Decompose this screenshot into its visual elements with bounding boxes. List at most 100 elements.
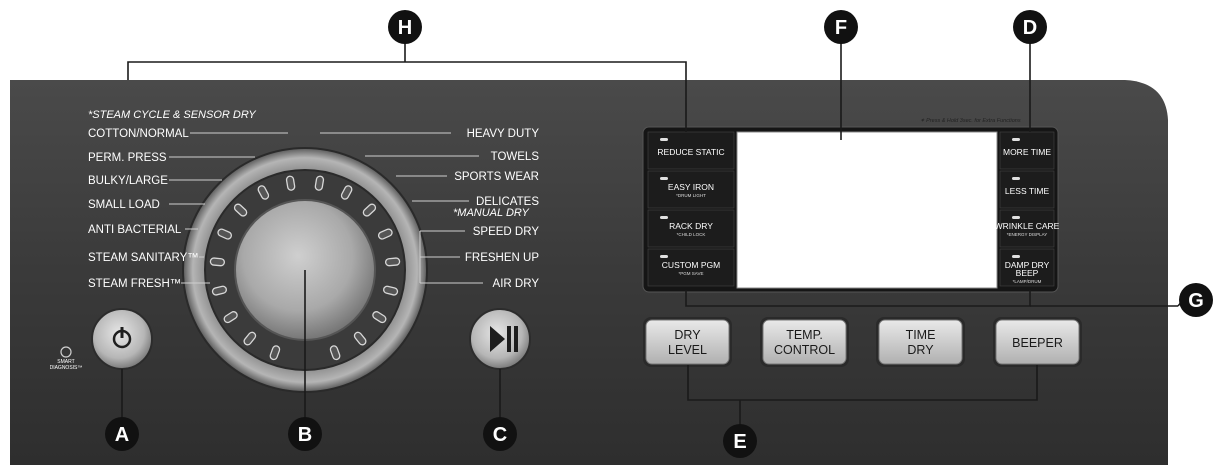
option-led [660, 138, 668, 141]
button-label: CONTROL [774, 343, 835, 357]
dial-led [314, 175, 325, 191]
callout-letter: A [115, 424, 129, 446]
cycle-label: TOWELS [491, 151, 540, 163]
option-label: REDUCE STATIC [657, 147, 724, 157]
lcd-screen [736, 131, 998, 289]
smart-diagnosis-icon [60, 346, 72, 358]
callout-letter: D [1023, 17, 1037, 39]
dial-indicator-leds [209, 175, 401, 361]
callout-letter: G [1188, 290, 1204, 312]
manual-dry-label: AIR DRY [493, 278, 540, 290]
option-label: CUSTOM PGM [662, 260, 720, 270]
button-label: DRY [907, 343, 934, 357]
option-label: MORE TIME [1003, 147, 1051, 157]
option-button[interactable]: BEEPER [993, 317, 1082, 367]
dial-led [362, 203, 377, 217]
button-label: TIME [906, 328, 936, 342]
option-label: LESS TIME [1005, 186, 1050, 196]
manual-dry-label: SPEED DRY [473, 226, 540, 238]
dial-led [269, 345, 281, 361]
option-led [1012, 255, 1020, 258]
option-label: DAMP DRY [1005, 260, 1050, 270]
start-pause-button[interactable] [469, 308, 531, 370]
cycle-label: DELICATES [476, 196, 539, 208]
display-option[interactable]: LESS TIME [999, 170, 1055, 209]
callout-c: C [483, 417, 517, 451]
extra-functions-note: ✶ Press & Hold 3sec. for Extra Functions [920, 117, 1021, 124]
dial-led [233, 203, 248, 217]
pause-icon [507, 326, 511, 352]
cycle-label: ANTI BACTERIAL [88, 224, 182, 236]
dial-led [372, 311, 387, 324]
callout-g: G [1179, 283, 1213, 317]
cycle-label: SMALL LOAD [88, 199, 160, 211]
option-sublabel: *LAMP/DRUM [1013, 279, 1042, 284]
callout-f: F [824, 10, 858, 44]
cycle-label: STEAM FRESH™ [88, 278, 181, 290]
smart-diagnosis-logo: SMART DIAGNOSIS™ [50, 346, 83, 371]
callout-markers: H F D G A B C E [105, 10, 1213, 458]
dial-led [377, 228, 393, 240]
play-icon [490, 326, 505, 352]
option-label: RACK DRY [669, 221, 713, 231]
manual-dry-title: *MANUAL DRY [453, 207, 529, 219]
cycle-label: PERM. PRESS [88, 152, 167, 164]
option-sublabel: *DRUM LIGHT [676, 193, 706, 198]
manual-dry-label: FRESHEN UP [465, 252, 539, 264]
callout-e: E [723, 424, 757, 458]
option-led [660, 177, 668, 180]
button-label: DRY [674, 328, 701, 342]
svg-text:DIAGNOSIS™: DIAGNOSIS™ [50, 365, 83, 371]
callout-letter: H [398, 17, 412, 39]
callout-letter: E [733, 431, 746, 453]
display-option[interactable]: WRINKLE CARE*ENERGY DISPLAY [995, 209, 1060, 248]
button-label: TEMP. [786, 328, 823, 342]
option-led [1012, 177, 1020, 180]
dial-led [211, 285, 227, 296]
option-led [1012, 138, 1020, 141]
dial-led [383, 285, 399, 296]
dial-led [223, 311, 238, 324]
option-led [660, 255, 668, 258]
cycle-label: COTTON/NORMAL [88, 128, 189, 140]
callout-letter: F [835, 17, 847, 39]
steam-cycle-title: *STEAM CYCLE & SENSOR DRY [88, 109, 256, 121]
display-option[interactable]: MORE TIME [999, 131, 1055, 170]
display-option[interactable]: REDUCE STATIC [647, 131, 735, 170]
button-label: LEVEL [668, 343, 707, 357]
cycle-label: HEAVY DUTY [467, 128, 540, 140]
dial-led [340, 185, 353, 200]
option-label: EASY IRON [668, 182, 714, 192]
dial-led [329, 345, 341, 361]
callout-h: H [388, 10, 422, 44]
dial-led [243, 331, 257, 346]
dial-led [353, 331, 367, 346]
display-option[interactable]: EASY IRON*DRUM LIGHT [647, 170, 735, 209]
display-option[interactable]: CUSTOM PGM*PGM SAVE [647, 248, 735, 287]
dial-led [209, 257, 226, 267]
display-option[interactable]: RACK DRY*CHILD LOCK [647, 209, 735, 248]
option-sublabel: *ENERGY DISPLAY [1007, 232, 1048, 237]
callout-letter: C [493, 424, 507, 446]
option-button[interactable]: TEMP.CONTROL [760, 317, 849, 367]
option-label: WRINKLE CARE [995, 221, 1060, 231]
callout-b: B [288, 417, 322, 451]
dial-led [285, 175, 296, 191]
power-button[interactable] [91, 308, 153, 370]
option-sublabel: *PGM SAVE [679, 271, 704, 276]
option-led [660, 216, 668, 219]
svg-text:SMART: SMART [57, 359, 74, 365]
cycle-labels-left: COTTON/NORMAL PERM. PRESS BULKY/LARGE SMALL… [88, 128, 288, 290]
cycle-label: BULKY/LARGE [88, 175, 168, 187]
option-sublabel: *CHILD LOCK [677, 232, 706, 237]
display-right-options: MORE TIME LESS TIME WRINKLE CARE*ENERGY DI… [995, 131, 1060, 287]
callout-letter: B [298, 424, 312, 446]
